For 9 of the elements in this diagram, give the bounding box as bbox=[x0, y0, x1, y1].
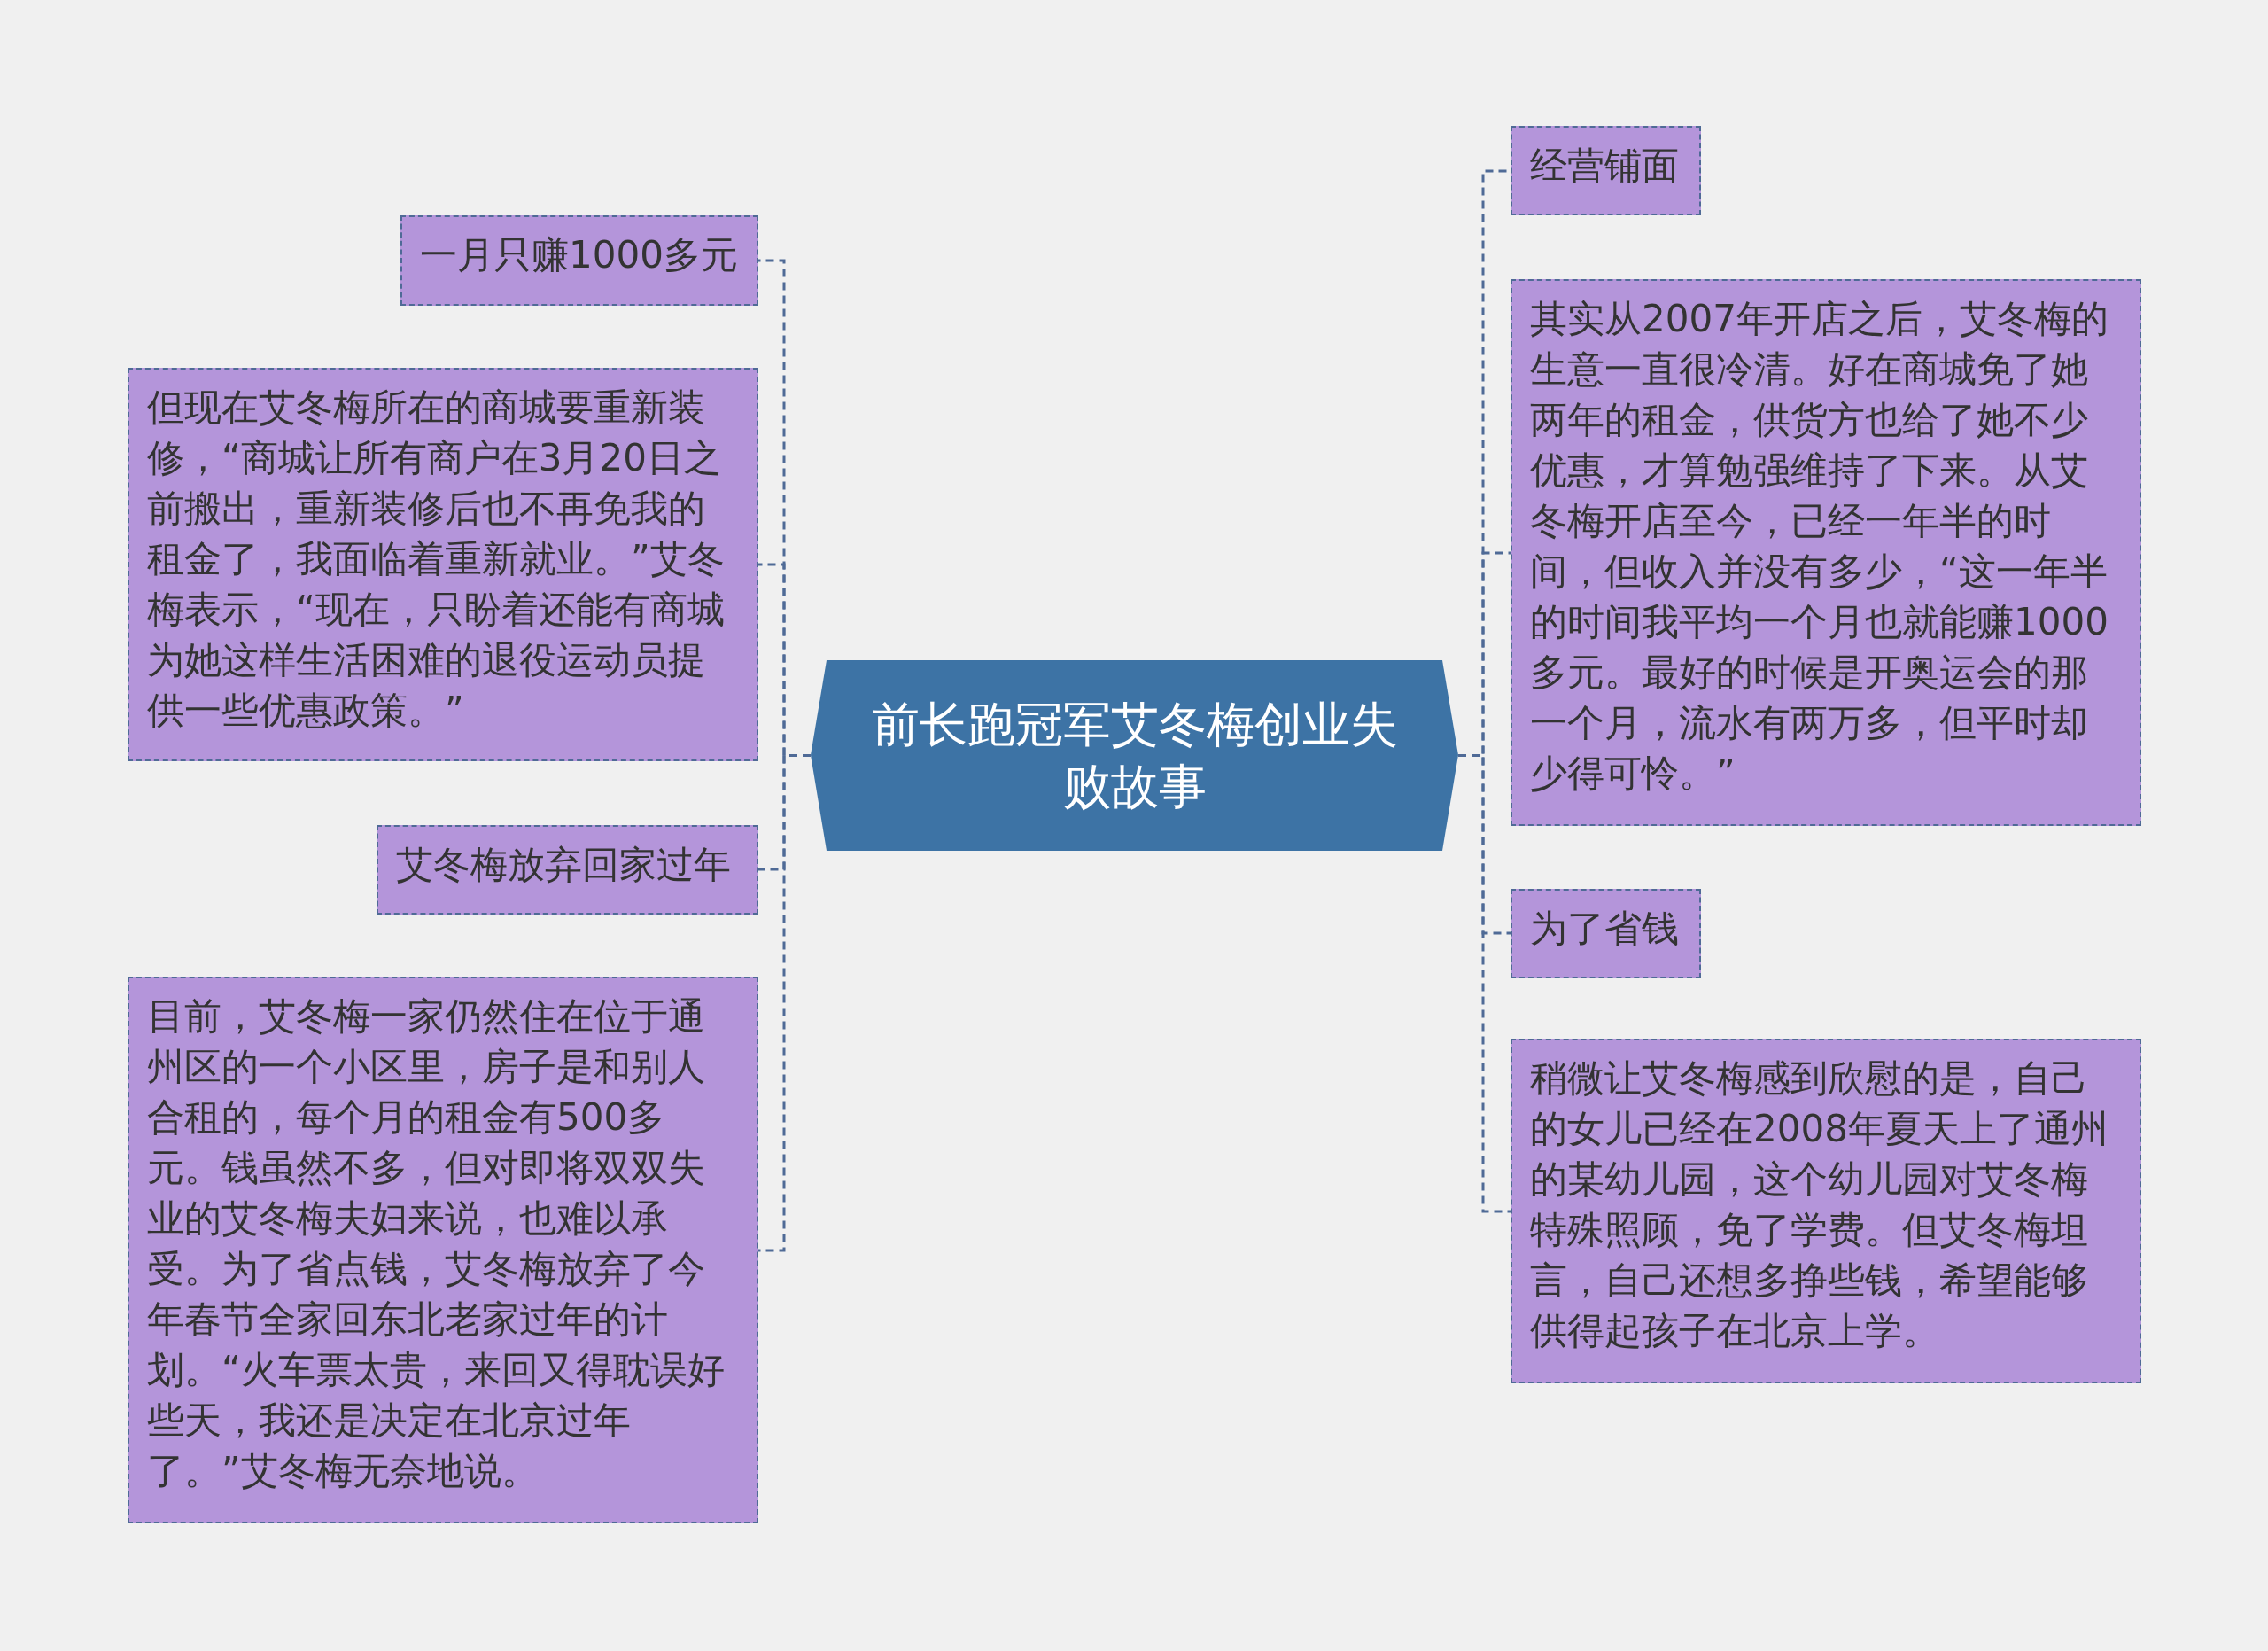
topic-box: 艾冬梅放弃回家过年 bbox=[377, 825, 758, 915]
topic-box: 其实从2007年开店之后，艾冬梅的生意一直很冷清。好在商城免了她两年的租金，供货方也给了她不少优惠，才算勉强维持了下来。从艾冬梅开店至今，已经一年半的时间，但收入并没有多少，“这一年半的时间我平均一个月也就能赚1000多元。最好的时候是开奥运会的那一个月，流水有两万多，但平时却少得可怜。” bbox=[1511, 279, 2141, 826]
topic-box: 稍微让艾冬梅感到欣慰的是，自己的女儿已经在2008年夏天上了通州的某幼儿园，这个幼儿园对艾冬梅特殊照顾，免了学费。但艾冬梅坦言，自己还想多挣些钱，希望能够供得起孩子在北京上学。 bbox=[1511, 1039, 2141, 1383]
topic-box: 但现在艾冬梅所在的商城要重新装修，“商城让所有商户在3月20日之前搬出，重新装修后也不再免我的租金了，我面临着重新就业。”艾冬梅表示，“现在，只盼着还能有商城为她这样生活困难的退役运动员提供一些优惠政策。” bbox=[128, 368, 758, 761]
topic-box: 一月只赚1000多元 bbox=[400, 215, 758, 306]
topic-box: 为了省钱 bbox=[1511, 889, 1701, 978]
topic-box: 经营铺面 bbox=[1511, 126, 1701, 215]
central-topic: 前长跑冠军艾冬梅创业失败故事 bbox=[811, 660, 1458, 851]
topic-box: 目前，艾冬梅一家仍然住在位于通州区的一个小区里，房子是和别人合租的，每个月的租金有500多元。钱虽然不多，但对即将双双失业的艾冬梅夫妇来说，也难以承受。为了省点钱，艾冬梅放弃了今年春节全家回东北老家过年的计划。“火车票太贵，来回又得耽误好些天，我还是决定在北京过年了。”艾冬梅无奈地说。 bbox=[128, 977, 758, 1523]
